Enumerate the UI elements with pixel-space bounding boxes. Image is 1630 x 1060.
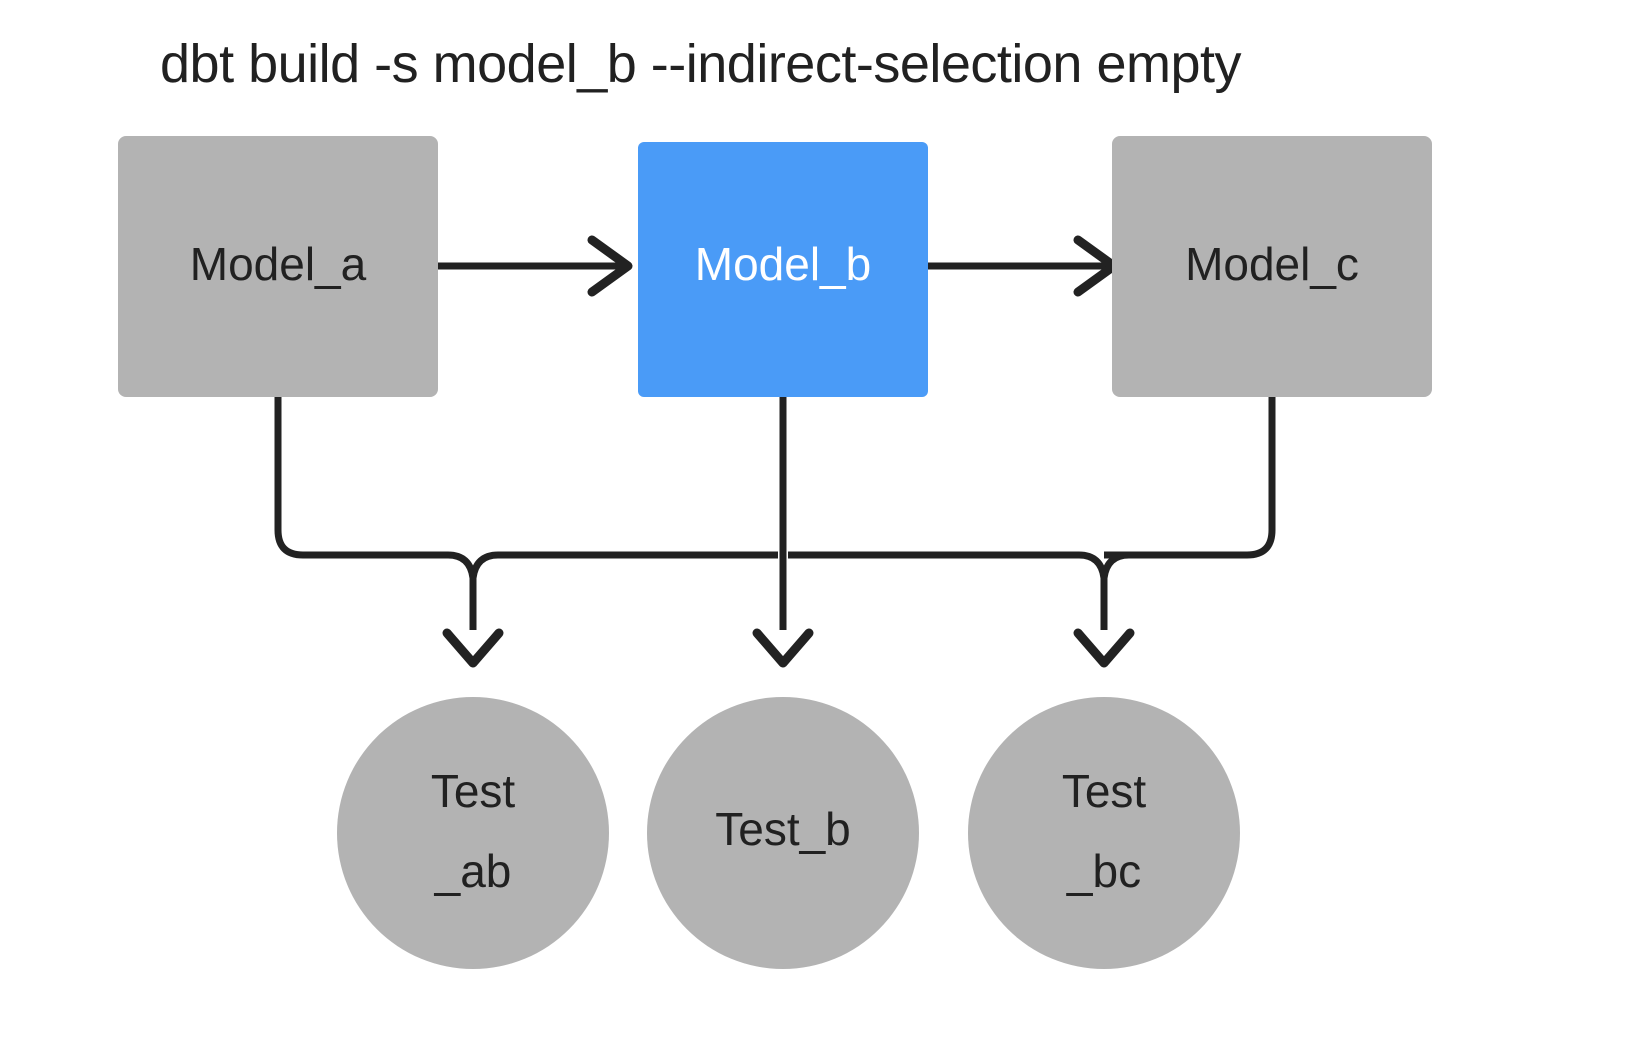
- edge-model-b-to-model-c: [928, 235, 1119, 297]
- node-test-ab[interactable]: Test _ab: [337, 697, 609, 969]
- node-model-b-shape[interactable]: [638, 142, 928, 397]
- node-test-b-label-line1: Test_b: [715, 803, 851, 855]
- arrowhead-icon: [442, 628, 504, 668]
- node-test-b[interactable]: Test_b: [647, 697, 919, 969]
- edge-model-c-to-bus: [1104, 397, 1276, 559]
- edge-bus-right-run: [788, 551, 1108, 630]
- node-model-c-label: Model_c: [1185, 238, 1359, 290]
- arrowhead-icon: [1073, 628, 1135, 668]
- node-model-c-shape[interactable]: [1112, 136, 1432, 397]
- node-test-ab-shape[interactable]: [337, 697, 609, 969]
- diagram-title: dbt build -s model_b --indirect-selectio…: [160, 34, 1241, 94]
- node-model-a[interactable]: Model_a: [118, 136, 438, 397]
- arrowhead-icon: [587, 235, 633, 297]
- node-model-c[interactable]: Model_c: [1112, 136, 1432, 397]
- edge-bus-left-run: [469, 551, 778, 579]
- node-model-b-label: Model_b: [695, 238, 871, 290]
- node-test-bc-shape[interactable]: [968, 697, 1240, 969]
- node-model-a-shape[interactable]: [118, 136, 438, 397]
- arrowhead-icon: [752, 628, 814, 668]
- node-model-a-label: Model_a: [190, 238, 367, 290]
- node-test-bc[interactable]: Test _bc: [968, 697, 1240, 969]
- edge-model-a-to-bus: [274, 397, 448, 559]
- edge-bus-junction-right: [1100, 551, 1130, 579]
- node-test-bc-label-line1: Test: [1062, 765, 1147, 817]
- node-model-b[interactable]: Model_b: [638, 142, 928, 397]
- edge-model-a-to-model-b: [438, 235, 633, 297]
- node-test-ab-label-line2: _ab: [434, 845, 512, 897]
- node-test-ab-label-line1: Test: [431, 765, 516, 817]
- node-test-b-shape[interactable]: [647, 697, 919, 969]
- edge-bus-junction-left: [447, 551, 477, 630]
- node-test-bc-label-line2: _bc: [1066, 845, 1141, 897]
